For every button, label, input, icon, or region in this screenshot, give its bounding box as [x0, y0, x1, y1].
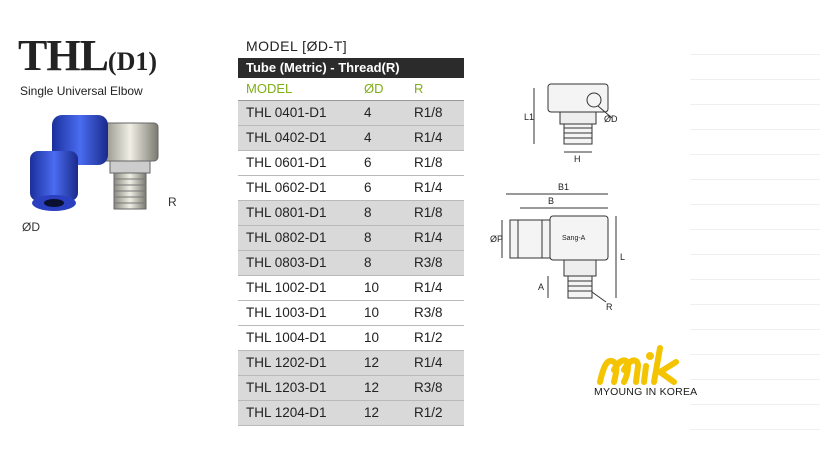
cell-model: THL 0401-D1 [246, 105, 327, 120]
cell-model: THL 0801-D1 [246, 205, 327, 220]
product-label-r: R [168, 195, 177, 209]
cell-r: R3/8 [414, 255, 443, 270]
cell-od: 10 [364, 330, 380, 345]
cell-r: R1/2 [414, 330, 443, 345]
cell-od: 12 [364, 380, 380, 395]
spec-table: Tube (Metric) - Thread(R) MODEL ØD R THL… [238, 58, 464, 426]
cell-od: 4 [364, 105, 372, 120]
table-row: THL 0802-D1 8 R1/4 [238, 226, 464, 251]
table-row: THL 0602-D1 6 R1/4 [238, 176, 464, 201]
cell-r: R1/4 [414, 230, 443, 245]
cell-od: 12 [364, 355, 380, 370]
cell-r: R1/8 [414, 155, 443, 170]
subtitle: Single Universal Elbow [20, 84, 143, 98]
diagram-brand-label: Sang-A [562, 235, 586, 242]
cell-model: THL 0601-D1 [246, 155, 327, 170]
cell-model: THL 1003-D1 [246, 305, 327, 320]
model-heading: MODEL [ØD-T] [246, 38, 348, 54]
diagram-label-r: R [606, 302, 613, 312]
dimension-diagram: L1 ØD H B1 B ØP L A R Sang-A [490, 83, 625, 312]
col-header-od: ØD [364, 81, 384, 96]
diagram-label-op: ØP [490, 234, 503, 244]
title-sub: (D1) [107, 47, 158, 76]
cell-od: 6 [364, 155, 372, 170]
cell-model: THL 1203-D1 [246, 380, 327, 395]
cell-od: 6 [364, 180, 372, 195]
background-watermark-table [690, 30, 820, 430]
table-row: THL 0801-D1 8 R1/8 [238, 201, 464, 226]
cell-model: THL 0402-D1 [246, 130, 327, 145]
cell-r: R1/8 [414, 205, 443, 220]
cell-od: 10 [364, 305, 380, 320]
cell-r: R1/4 [414, 180, 443, 195]
spec-table-columns: MODEL ØD R [238, 78, 464, 101]
cell-r: R3/8 [414, 380, 443, 395]
col-header-r: R [414, 81, 424, 96]
cell-model: THL 0802-D1 [246, 230, 327, 245]
cell-r: R1/4 [414, 130, 443, 145]
col-header-model: MODEL [246, 81, 293, 96]
cell-model: THL 1204-D1 [246, 405, 327, 420]
logo-tagline: MYOUNG IN KOREA [594, 386, 698, 398]
table-row: THL 0803-D1 8 R3/8 [238, 251, 464, 276]
product-image [30, 115, 159, 211]
table-row: THL 0401-D1 4 R1/8 [238, 101, 464, 126]
table-row: THL 1203-D1 12 R3/8 [238, 376, 464, 401]
table-row: THL 1204-D1 12 R1/2 [238, 401, 464, 426]
table-row: THL 1202-D1 12 R1/4 [238, 351, 464, 376]
cell-r: R3/8 [414, 305, 443, 320]
cell-r: R1/4 [414, 355, 443, 370]
table-row: THL 0402-D1 4 R1/4 [238, 126, 464, 151]
cell-od: 10 [364, 280, 380, 295]
table-row: THL 1004-D1 10 R1/2 [238, 326, 464, 351]
mik-logo-icon [597, 345, 679, 385]
diagram-label-l1: L1 [524, 112, 534, 122]
cell-model: THL 1202-D1 [246, 355, 327, 370]
spec-table-section-header: Tube (Metric) - Thread(R) [238, 58, 464, 78]
cell-r: R1/8 [414, 105, 443, 120]
diagram-label-b1: B1 [558, 182, 569, 192]
diagram-label-od: ØD [604, 114, 618, 124]
cell-od: 12 [364, 405, 380, 420]
table-row: THL 1003-D1 10 R3/8 [238, 301, 464, 326]
diagram-label-a: A [538, 282, 544, 292]
diagram-label-h: H [574, 154, 581, 164]
cell-od: 8 [364, 255, 372, 270]
diagram-label-l: L [620, 252, 625, 262]
title-main: THL [18, 31, 109, 80]
table-row: THL 0601-D1 6 R1/8 [238, 151, 464, 176]
diagram-label-b: B [548, 196, 554, 206]
cell-od: 8 [364, 230, 372, 245]
cell-od: 8 [364, 205, 372, 220]
cell-r: R1/4 [414, 280, 443, 295]
cell-model: THL 1004-D1 [246, 330, 327, 345]
product-label-d: ØD [22, 220, 40, 234]
cell-model: THL 1002-D1 [246, 280, 327, 295]
cell-od: 4 [364, 130, 372, 145]
cell-r: R1/2 [414, 405, 443, 420]
cell-model: THL 0602-D1 [246, 180, 327, 195]
title: THL(D1) [18, 30, 157, 81]
table-row: THL 1002-D1 10 R1/4 [238, 276, 464, 301]
cell-model: THL 0803-D1 [246, 255, 327, 270]
